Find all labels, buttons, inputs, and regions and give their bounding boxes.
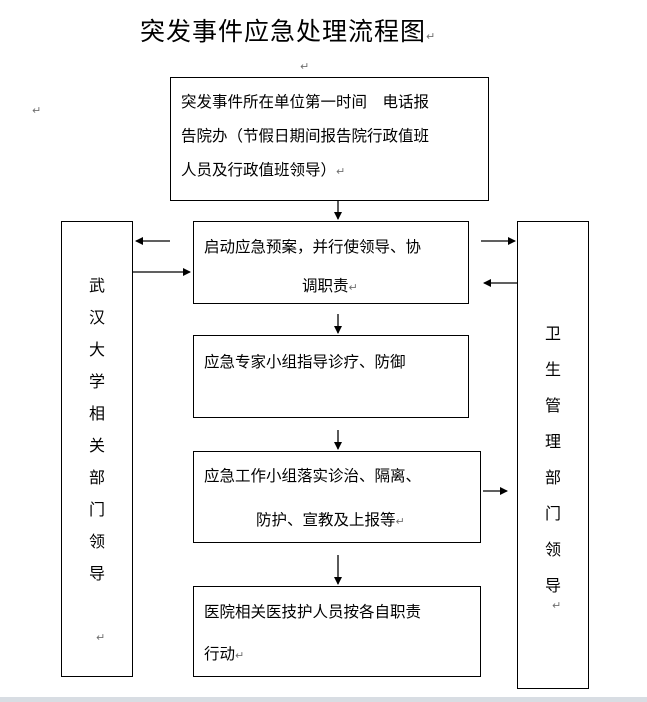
window-bottom-edge	[0, 697, 647, 702]
report-line-1: 突发事件所在单位第一时间 电话报	[181, 93, 430, 111]
launch-line-2: 调职责↵	[302, 277, 358, 295]
left-panel-text: 武 汉 大 学 相 关 部 门 领 导	[88, 276, 105, 583]
left-panel-box: 武 汉 大 学 相 关 部 门 领 导 ↵	[61, 221, 133, 677]
paragraph-mark: ↵	[552, 599, 562, 612]
paragraph-mark: ↵	[426, 30, 437, 43]
staff-line-1: 医院相关医技护人员按各自职责	[204, 603, 422, 621]
report-line-2: 告院办（节假日期间报告院行政值班	[181, 127, 430, 145]
right-panel-box: 卫 生 管 理 部 门 领 导 ↵	[517, 221, 589, 689]
staff-box: 医院相关医技护人员按各自职责 行动↵	[193, 586, 481, 677]
work-line-2: 防护、宣教及上报等↵	[256, 511, 405, 529]
page-title: 突发事件应急处理流程图↵	[140, 17, 437, 46]
launch-plan-box: 启动应急预案，并行使领导、协 调职责↵	[193, 221, 469, 304]
staff-line-2: 行动↵	[204, 645, 245, 663]
report-box: 突发事件所在单位第一时间 电话报 告院办（节假日期间报告院行政值班 人员及行政值…	[170, 77, 489, 201]
report-line-3: 人员及行政值班领导）↵	[181, 161, 346, 179]
work-group-box: 应急工作小组落实诊治、隔离、 防护、宣教及上报等↵	[193, 451, 481, 543]
launch-line-1: 启动应急预案，并行使领导、协	[204, 238, 422, 256]
right-panel-text: 卫 生 管 理 部 门 领 导	[544, 324, 561, 595]
work-line-1: 应急工作小组落实诊治、隔离、	[204, 467, 422, 485]
expert-group-box: 应急专家小组指导诊疗、防御	[193, 335, 469, 418]
paragraph-mark: ↵	[300, 60, 310, 73]
paragraph-mark: ↵	[32, 104, 42, 117]
paragraph-mark: ↵	[96, 631, 106, 644]
expert-line: 应急专家小组指导诊疗、防御	[204, 353, 406, 371]
